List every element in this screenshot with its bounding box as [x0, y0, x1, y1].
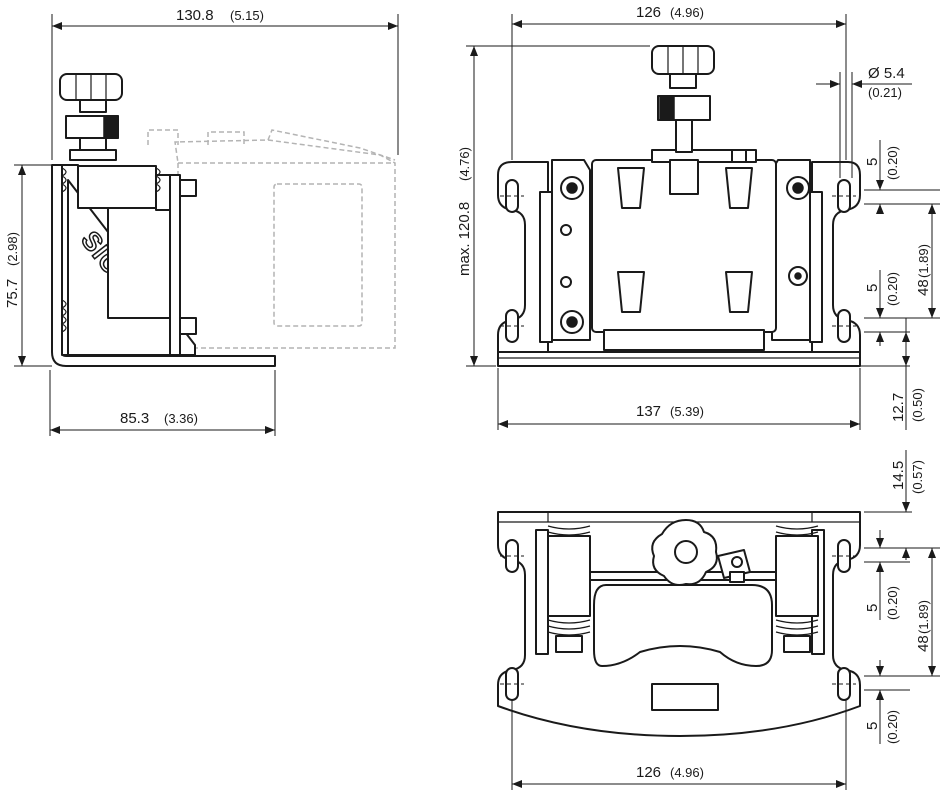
dim-top-slot-upper-inch: (0.20) — [885, 586, 900, 620]
dim-side-overall-width: 130.8 (5.15) — [51, 7, 399, 160]
dim-top-width-inch: (4.96) — [670, 765, 704, 780]
dim-front-max-height-inch: (4.76) — [457, 147, 472, 181]
dim-front-bottom-width: 137 (5.39) — [497, 368, 861, 430]
dim-top-width-value: 126 — [636, 764, 661, 781]
top-star-knob — [651, 519, 751, 586]
dim-front-base-offset-value: 12.7 — [890, 393, 907, 422]
top-label-plate — [651, 683, 719, 711]
dim-front-hole-diameter: Ø 5.4 (0.21) — [816, 65, 912, 178]
dim-front-slot-spacing-value: 48 — [915, 279, 932, 296]
dim-front-bottom-width-inch: (5.39) — [670, 404, 704, 419]
side-springs — [60, 167, 161, 333]
dim-side-overall-width-inch: (5.15) — [230, 8, 264, 23]
top-cutout — [593, 584, 773, 667]
dim-top-slot-upper-value: 5 — [864, 604, 881, 612]
front-view: 126 (4.96) max. 120.8 (4.76) Ø 5.4 (0.21… — [456, 4, 940, 430]
dim-front-right-ladder: 5 (0.20) 48 (1.89) 5 (0.20) 12.7 (0.50) — [860, 140, 940, 430]
dim-side-base-width: 85.3 (3.36) — [49, 370, 276, 436]
ghost-device-outline — [147, 129, 396, 349]
dim-side-overall-width-value: 130.8 — [176, 7, 214, 24]
dim-side-base-width-inch: (3.36) — [164, 411, 198, 426]
dim-top-offset-inch: (0.57) — [910, 460, 925, 494]
dim-front-top-width-inch: (4.96) — [670, 5, 704, 20]
dim-top-right-ladder: 14.5 (0.57) 5 (0.20) 48 (1.89) 5 (0.20) — [864, 450, 940, 744]
dim-side-height: 75.7 (2.98) — [4, 164, 52, 367]
side-knob — [59, 73, 123, 161]
dim-front-hole-diameter-value: Ø 5.4 — [868, 65, 905, 82]
dim-front-slot-lower-inch: (0.20) — [885, 272, 900, 306]
dim-top-slot-lower-value: 5 — [864, 722, 881, 730]
dim-side-height-value: 75.7 — [4, 279, 21, 308]
top-spring-assemblies — [535, 525, 825, 655]
front-knob — [651, 45, 715, 153]
dim-side-base-width-value: 85.3 — [120, 410, 149, 427]
dim-front-top-width: 126 (4.96) — [511, 4, 847, 160]
dim-top-slot-spacing-inch: (1.89) — [916, 600, 931, 634]
front-screws — [560, 176, 810, 334]
top-view: 14.5 (0.57) 5 (0.20) 48 (1.89) 5 (0.20) … — [497, 450, 940, 790]
dim-top-offset-value: 14.5 — [890, 461, 907, 490]
dim-front-bottom-width-value: 137 — [636, 403, 661, 420]
dim-front-slot-spacing-inch: (1.89) — [916, 244, 931, 278]
dim-front-slot-upper-value: 5 — [864, 158, 881, 166]
top-slots — [500, 539, 856, 701]
dim-front-max-height-value: max. 120.8 — [456, 202, 473, 276]
front-slots — [500, 179, 856, 343]
side-clamp-block — [77, 165, 157, 209]
dim-side-height-inch: (2.98) — [5, 232, 20, 266]
dim-front-top-width-value: 126 — [636, 4, 661, 21]
dim-front-slot-lower-value: 5 — [864, 284, 881, 292]
dim-front-slot-upper-inch: (0.20) — [885, 146, 900, 180]
dim-front-base-offset-inch: (0.50) — [910, 388, 925, 422]
dim-top-width: 126 (4.96) — [511, 700, 847, 790]
dim-front-max-height: max. 120.8 (4.76) — [456, 45, 650, 367]
dim-top-slot-spacing-value: 48 — [915, 635, 932, 652]
dim-top-slot-lower-inch: (0.20) — [885, 710, 900, 744]
dim-front-hole-diameter-inch: (0.21) — [868, 85, 902, 100]
side-view: SICK — [4, 7, 399, 436]
